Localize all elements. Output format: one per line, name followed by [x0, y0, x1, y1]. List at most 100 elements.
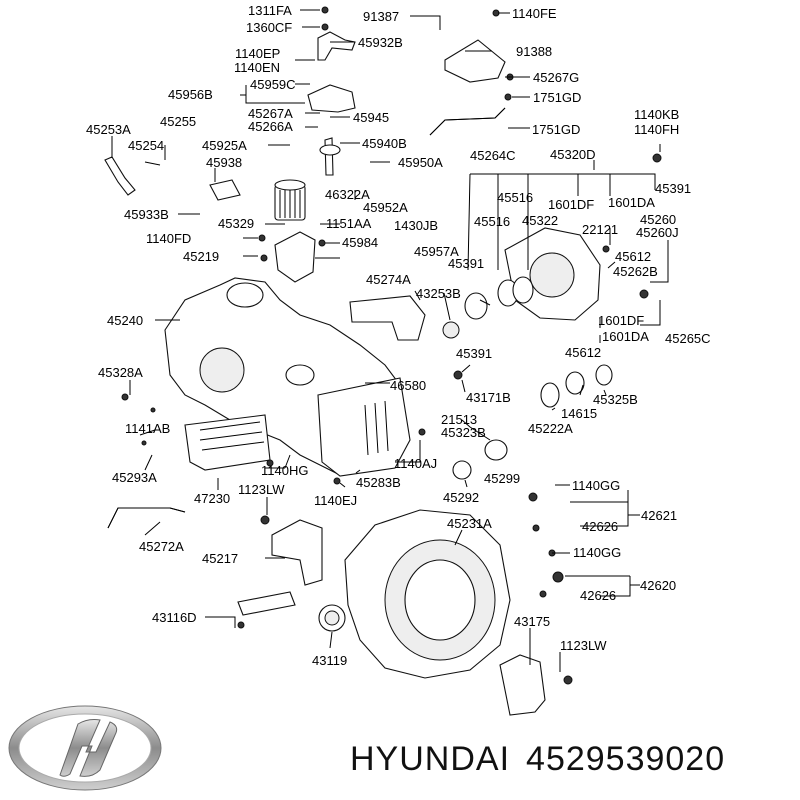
label-42626-a: 42626	[582, 519, 618, 534]
label-45222A: 45222A	[528, 421, 573, 436]
label-45253A: 45253A	[86, 122, 131, 137]
label-1141AB: 1141AB	[125, 421, 170, 436]
label-45262B: 45262B	[613, 264, 658, 279]
label-43253B: 43253B	[416, 286, 461, 301]
label-45260J: 45260J	[636, 225, 679, 240]
tube-43116D	[237, 591, 296, 616]
label-45292: 45292	[443, 490, 479, 505]
label-45267G: 45267G	[533, 70, 579, 85]
part-labels: 1311FA 1360CF 91387 1140FE 45932B 91388 …	[86, 3, 711, 668]
part-number: 4529539020	[526, 740, 726, 778]
label-45391-a: 45391	[655, 181, 691, 196]
detent-45956B	[307, 84, 356, 113]
bracket-45217	[271, 519, 323, 586]
bracket-45274A	[349, 295, 426, 341]
shaft-45940B	[324, 137, 334, 176]
label-45925A: 45925A	[202, 138, 247, 153]
label-45299: 45299	[484, 471, 520, 486]
label-45260: 45260	[640, 212, 676, 227]
label-42626-b: 42626	[580, 588, 616, 603]
label-43119: 43119	[312, 653, 347, 668]
label-14615: 14615	[561, 406, 597, 421]
label-42620: 42620	[640, 578, 676, 593]
label-45219: 45219	[183, 249, 219, 264]
label-1601DF-b: 1601DF	[598, 313, 644, 328]
part-drawings	[104, 6, 662, 716]
label-45293A: 45293A	[112, 470, 157, 485]
label-45945: 45945	[353, 110, 389, 125]
label-45952A: 45952A	[363, 200, 408, 215]
label-1601DF-a: 1601DF	[548, 197, 594, 212]
label-45264C: 45264C	[470, 148, 516, 163]
ring-45325B	[595, 364, 613, 386]
label-45612-a: 45612	[615, 249, 651, 264]
brand-caption: HYUNDAI 4529539020	[350, 740, 790, 790]
label-45933B: 45933B	[124, 207, 169, 222]
label-45217: 45217	[202, 551, 238, 566]
ring-14615	[565, 371, 585, 395]
label-1140GG-b: 1140GG	[573, 545, 621, 560]
label-1140EP: 1140EP	[235, 46, 280, 61]
label-45283B: 45283B	[356, 475, 401, 490]
label-45932B: 45932B	[358, 35, 403, 50]
label-47230: 47230	[194, 491, 230, 506]
case-flange	[226, 282, 264, 308]
label-1311FA: 1311FA	[248, 3, 292, 18]
label-45322: 45322	[522, 213, 558, 228]
label-45267A: 45267A	[248, 106, 293, 121]
label-45612-b: 45612	[565, 345, 601, 360]
label-45323B: 45323B	[441, 425, 486, 440]
label-1140FD: 1140FD	[146, 231, 191, 246]
label-45329: 45329	[218, 216, 254, 231]
label-45231A: 45231A	[447, 516, 492, 531]
pipe-45272A	[107, 507, 186, 529]
label-46322A: 46322A	[325, 187, 370, 202]
label-1360CF: 1360CF	[246, 20, 292, 35]
fasteners	[121, 6, 662, 685]
label-45984: 45984	[342, 235, 378, 250]
ring-45292	[452, 460, 472, 480]
label-45240: 45240	[107, 313, 143, 328]
label-1140AJ: 1140AJ	[394, 456, 437, 471]
bracket-43175	[499, 654, 546, 716]
label-45320D: 45320D	[550, 147, 596, 162]
label-21513: 21513	[441, 412, 477, 427]
label-1751GD-a: 1751GD	[533, 90, 581, 105]
label-45940B: 45940B	[362, 136, 407, 151]
label-1140EN: 1140EN	[234, 60, 280, 75]
label-91388: 91388	[516, 44, 552, 59]
label-45956B: 45956B	[168, 87, 213, 102]
label-45274A: 45274A	[366, 272, 411, 287]
label-43175: 43175	[514, 614, 550, 629]
label-45266A: 45266A	[248, 119, 293, 134]
label-42621: 42621	[641, 508, 677, 523]
ring-45516b	[512, 276, 534, 304]
oil-pan-46580	[317, 377, 411, 477]
brand-name: HYUNDAI	[350, 740, 511, 778]
ring-45222A	[540, 382, 560, 408]
label-45325B: 45325B	[593, 392, 638, 407]
label-1430JB: 1430JB	[394, 218, 438, 233]
case-boss	[285, 364, 315, 386]
label-91387: 91387	[363, 9, 399, 24]
label-1140FE: 1140FE	[512, 6, 557, 21]
label-45328A: 45328A	[98, 365, 143, 380]
label-46580: 46580	[390, 378, 426, 393]
clip-45938	[209, 179, 241, 201]
label-43116D: 43116D	[152, 610, 197, 625]
label-1140EJ: 1140EJ	[314, 493, 357, 508]
label-1123LW-a: 1123LW	[238, 482, 285, 497]
hyundai-logo	[8, 705, 162, 791]
label-1151AA: 1151AA	[326, 216, 372, 231]
label-1140FH: 1140FH	[634, 122, 679, 137]
label-45265C: 45265C	[665, 331, 711, 346]
pipe-45264C	[429, 107, 506, 136]
case-bore	[199, 347, 245, 393]
lever-45253A	[104, 156, 136, 196]
label-45272A: 45272A	[139, 539, 184, 554]
label-45255: 45255	[160, 114, 196, 129]
leader-lines	[111, 9, 669, 672]
bracket-91388	[444, 39, 506, 83]
label-1140GG-a: 1140GG	[572, 478, 620, 493]
